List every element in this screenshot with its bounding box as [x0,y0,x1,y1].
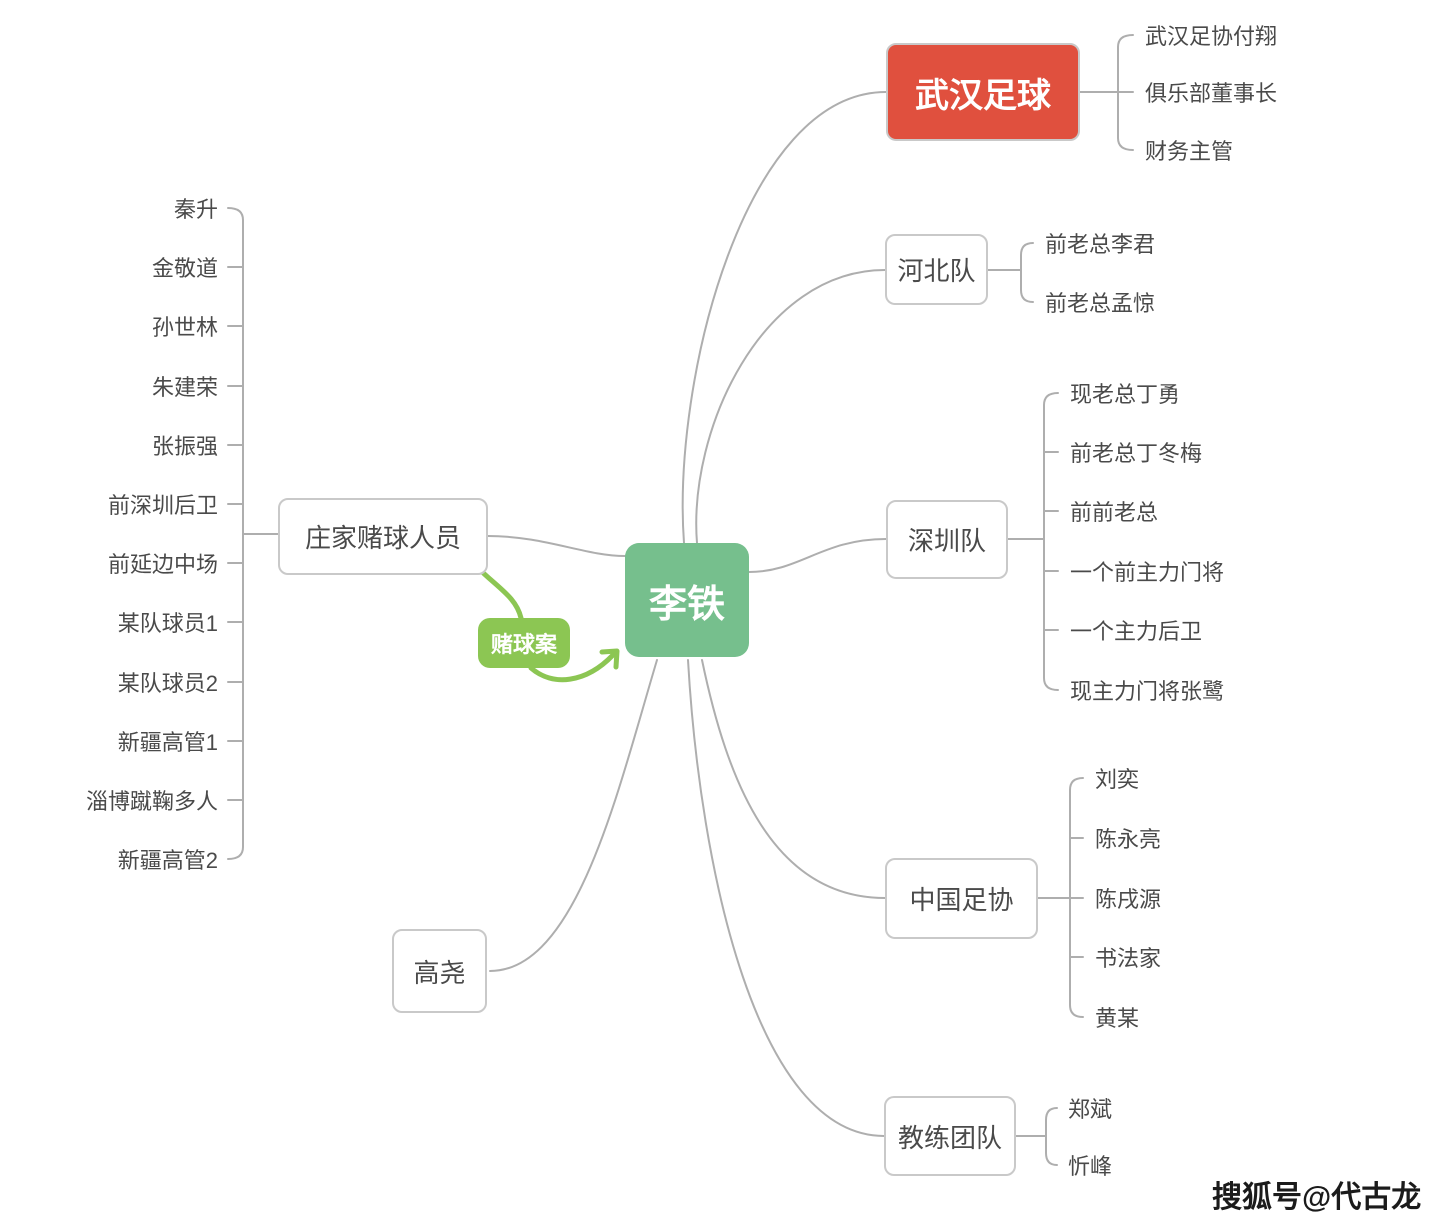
child-node-zhuangjia-4[interactable]: 张振强 [151,434,218,459]
annotation-curve-top [474,564,524,621]
bracket-wuhan-spine [1117,34,1134,151]
child-node-cfa-0[interactable]: 刘奕 [1095,767,1140,792]
child-node-wuhan-2[interactable]: 财务主管 [1145,139,1234,164]
bracket-zhuangjia-spine [227,207,244,860]
connector-root-to-wuhan [681,91,887,544]
child-node-zhuangjia-5[interactable]: 前深圳后卫 [107,493,218,518]
connector-root-to-hebei [695,269,886,544]
child-node-coach-0[interactable]: 郑斌 [1068,1097,1113,1122]
watermark-text: 搜狐号@代古龙 [1212,1181,1422,1214]
annotation-arrowhead [599,648,620,670]
child-node-cfa-4[interactable]: 黄某 [1095,1006,1140,1031]
connector-root-to-gaoyao [489,659,658,972]
child-node-shenzhen-2[interactable]: 前前老总 [1070,500,1159,525]
child-node-wuhan-1[interactable]: 俱乐部董事长 [1145,81,1278,106]
annotation-curve-arrow [528,652,616,683]
connector-root-to-cfa [701,659,886,899]
child-node-wuhan-0[interactable]: 武汉足协付翔 [1145,24,1278,49]
bracket-coach-spine [1045,1107,1058,1166]
child-node-zhuangjia-6[interactable]: 前延边中场 [107,552,218,577]
connector-root-to-zhuangjia [487,535,626,557]
connector-root-to-coach [687,659,885,1137]
child-node-shenzhen-5[interactable]: 现主力门将张鹭 [1070,679,1225,704]
child-node-zhuangjia-0[interactable]: 秦升 [173,197,218,222]
child-node-cfa-1[interactable]: 陈永亮 [1095,827,1162,852]
child-node-hebei-1[interactable]: 前老总孟惊 [1045,291,1156,316]
branch-node-zhuangjia[interactable]: 庄家赌球人员 [278,498,488,575]
child-node-shenzhen-0[interactable]: 现老总丁勇 [1070,382,1181,407]
bracket-shenzhen-spine [1043,392,1059,691]
child-node-zhuangjia-2[interactable]: 孙世林 [151,315,218,340]
child-node-zhuangjia-1[interactable]: 金敬道 [151,256,218,281]
child-node-shenzhen-1[interactable]: 前老总丁冬梅 [1070,441,1203,466]
branch-node-wuhan[interactable]: 武汉足球 [886,43,1080,141]
child-node-shenzhen-4[interactable]: 一个主力后卫 [1070,619,1203,644]
connector-root-to-shenzhen [748,538,887,573]
bracket-hebei-spine [1020,242,1034,303]
child-node-coach-1[interactable]: 忻峰 [1068,1154,1113,1179]
child-node-zhuangjia-8[interactable]: 某队球员2 [117,671,218,696]
child-node-zhuangjia-10[interactable]: 淄博蹴鞠多人 [85,789,218,814]
child-node-cfa-3[interactable]: 书法家 [1095,946,1162,971]
child-node-zhuangjia-11[interactable]: 新疆高管2 [117,848,218,873]
branch-node-shenzhen[interactable]: 深圳队 [886,500,1008,579]
branch-node-cfa[interactable]: 中国足协 [885,858,1038,939]
branch-node-coach[interactable]: 教练团队 [884,1096,1016,1176]
child-node-zhuangjia-7[interactable]: 某队球员1 [117,611,218,636]
child-node-cfa-2[interactable]: 陈戌源 [1095,887,1162,912]
child-node-shenzhen-3[interactable]: 一个前主力门将 [1070,560,1225,585]
node-root-litie[interactable]: 李铁 [625,543,749,657]
branch-node-hebei[interactable]: 河北队 [885,234,988,305]
annotation-node-duqiuan[interactable]: 赌球案 [478,618,570,668]
child-node-zhuangjia-3[interactable]: 朱建荣 [151,375,218,400]
child-node-zhuangjia-9[interactable]: 新疆高管1 [117,730,218,755]
child-node-hebei-0[interactable]: 前老总李君 [1045,232,1156,257]
branch-node-gaoyao[interactable]: 高尧 [392,929,487,1013]
bracket-cfa-spine [1069,777,1084,1018]
